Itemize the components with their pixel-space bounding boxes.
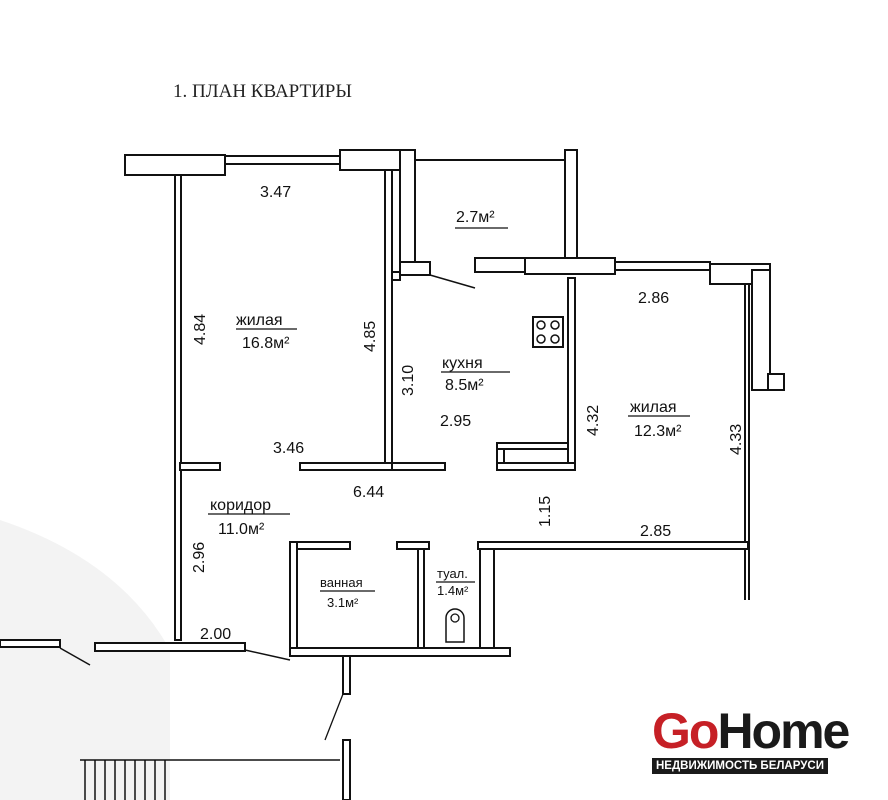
room-bathroom-name: ванная [320, 575, 363, 590]
room-living1-area: 16.8м² [242, 335, 290, 352]
dim-2-85: 2.85 [640, 523, 671, 540]
scan-shadow [0, 520, 170, 800]
toilet-icon [445, 608, 465, 643]
dim-2-86: 2.86 [638, 290, 669, 307]
dim-2-96: 2.96 [191, 542, 208, 573]
dim-3-10: 3.10 [400, 365, 417, 396]
dim-4-84: 4.84 [192, 314, 209, 345]
dim-4-32: 4.32 [585, 405, 602, 436]
dim-4-33: 4.33 [728, 424, 745, 455]
room-corridor-name: коридор [210, 497, 271, 514]
dim-1-15: 1.15 [537, 496, 554, 527]
room-kitchen-name: кухня [442, 355, 483, 372]
gohome-logo: GoHome НЕДВИЖИМОСТЬ БЕЛАРУСИ [652, 703, 850, 774]
dim-4-85: 4.85 [362, 321, 379, 352]
room-toilet-name: туал. [437, 566, 468, 581]
room-living1-name: жилая [236, 312, 283, 329]
room-toilet-area: 1.4м² [437, 583, 469, 598]
dim-3-46: 3.46 [273, 440, 304, 457]
dim-2-00: 2.00 [200, 626, 231, 643]
room-living2-name: жилая [630, 399, 677, 416]
plan-title: 1. ПЛАН КВАРТИРЫ [173, 81, 352, 102]
logo-tagline: НЕДВИЖИМОСТЬ БЕЛАРУСИ [652, 758, 828, 774]
walls [0, 149, 785, 800]
dim-2-95: 2.95 [440, 413, 471, 430]
room-living2-area: 12.3м² [634, 423, 682, 440]
room-kitchen-area: 8.5м² [445, 377, 484, 394]
room-corridor-area: 11.0м² [218, 521, 265, 538]
room-bathroom-area: 3.1м² [327, 595, 359, 610]
stove-icon [532, 316, 564, 348]
room-balcony-area: 2.7м² [456, 209, 495, 226]
dim-3-47: 3.47 [260, 184, 291, 201]
logo-home: Home [717, 703, 850, 759]
dim-6-44: 6.44 [353, 484, 384, 501]
logo-go: Go [652, 703, 719, 759]
